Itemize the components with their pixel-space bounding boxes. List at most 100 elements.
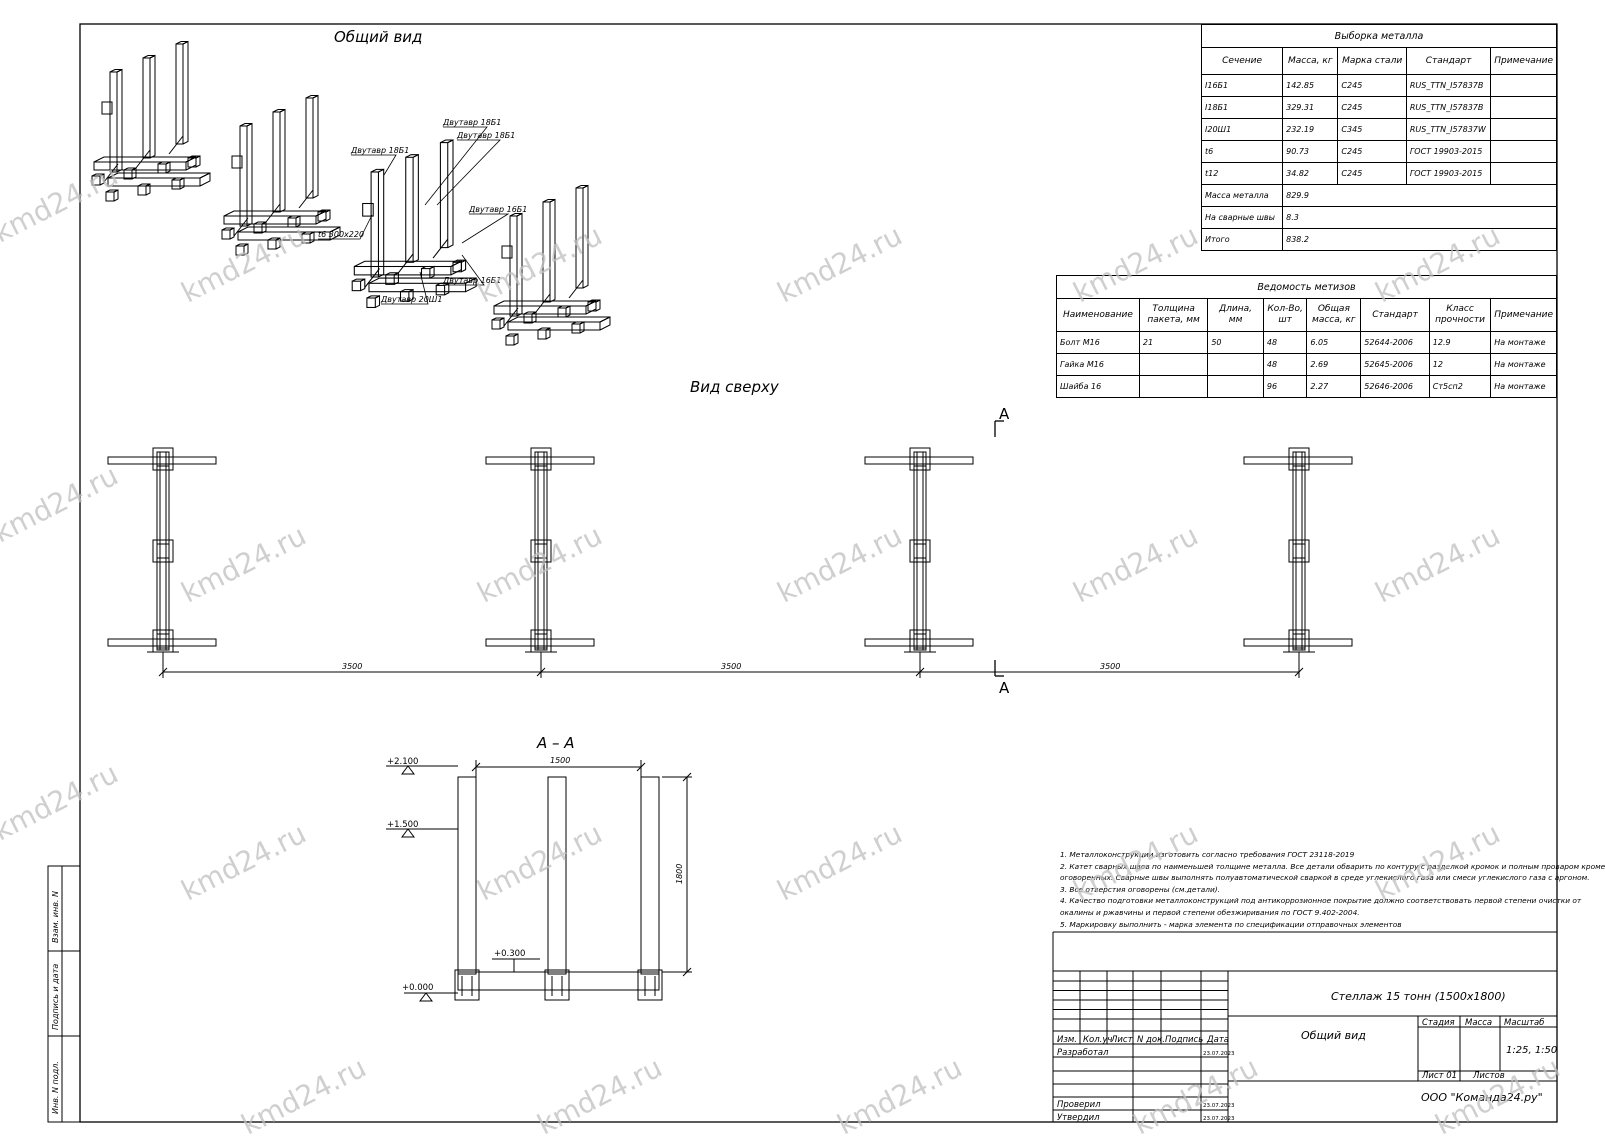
iso-edge (149, 54, 156, 159)
metal-header: Масса, кг (1282, 47, 1339, 75)
iso-edge (408, 288, 414, 302)
level-mark: +1.500 (387, 820, 418, 830)
top-beam (107, 456, 217, 465)
section-height-dimension: 1800 (675, 864, 684, 884)
metal-cell: С245 (1337, 74, 1407, 97)
metal-table: Выборка металла Сечение Масса, кг Марка … (1200, 24, 1557, 251)
iso-face (435, 284, 446, 296)
iso-face (366, 297, 376, 308)
col-header: N док. (1137, 1035, 1165, 1045)
col-header: Дата (1206, 1035, 1229, 1045)
callout-label: Двутавр 20Ш1 (380, 295, 442, 304)
col-header: Подпись (1165, 1035, 1203, 1045)
metal-cell: 34.82 (1282, 162, 1339, 185)
iso-edge (412, 153, 419, 263)
scale-label: Масштаб (1504, 1018, 1544, 1028)
metal-cell (1490, 162, 1557, 185)
iso-face (439, 142, 449, 249)
long-member (1292, 451, 1306, 651)
sheets-label: Листов (1472, 1071, 1505, 1081)
metal-total-label: Масса металла (1200, 184, 1284, 207)
fasteners-cell: Болт М16 (1056, 331, 1140, 354)
fasteners-header: Общая масса, кг (1306, 298, 1362, 332)
metal-cell: RUS_TTN_I57837W (1405, 118, 1492, 141)
iso-edge (131, 167, 137, 180)
iso-edge (535, 293, 551, 313)
iso-plate (231, 155, 243, 169)
iso-edge (309, 231, 315, 244)
iso-face (507, 321, 601, 331)
top-beam (1243, 456, 1353, 465)
iso-edge (298, 189, 314, 209)
long-member (156, 451, 170, 651)
iso-edge (545, 327, 551, 340)
metal-table-title: Выборка металла (1201, 24, 1557, 48)
iso-edge (393, 271, 399, 285)
iso-edge (265, 203, 281, 223)
fasteners-cell: 12.9 (1428, 331, 1492, 354)
column-inner (1292, 451, 1306, 467)
iso-face (399, 291, 410, 302)
metal-cell: ГОСТ 19903-2015 (1405, 140, 1492, 163)
fasteners-cell: 96 (1262, 375, 1308, 398)
top-beam (864, 638, 974, 647)
iso-edge (329, 226, 341, 241)
column-box (530, 539, 552, 563)
iso-face (105, 191, 115, 202)
iso-edge (295, 215, 301, 228)
iso-edge (444, 282, 450, 296)
iso-face (542, 201, 551, 303)
span-dimension: 3500 (721, 662, 741, 671)
iso-edge (378, 168, 385, 278)
metal-cell: С245 (1337, 162, 1407, 185)
iso-edge (579, 321, 585, 334)
iso-edge (107, 172, 211, 179)
level-triangle (401, 765, 415, 775)
fasteners-table-title: Ведомость метизов (1056, 275, 1557, 299)
note-line: 3. Все отверстия оговорены (см.детали). (1060, 884, 1220, 894)
callout-label: Двутавр 16Б1 (442, 276, 501, 285)
iso-face (171, 179, 181, 190)
column-inner (913, 451, 927, 467)
column-inner (156, 451, 170, 467)
general-view-title: Общий вид (334, 28, 422, 46)
iso-face (109, 71, 118, 173)
section-mark-top: А (999, 405, 1010, 423)
iso-face (287, 217, 297, 228)
iso-callouts: Двутавр 18Б1 Двутавр 18Б1 Двутавр 18Б1 t… (318, 118, 527, 304)
section-width-dimension: 1500 (550, 756, 570, 765)
project-title: Стеллаж 15 тонн (1500х1800) (1331, 990, 1506, 1003)
level-mark: +2.100 (387, 757, 418, 767)
iso-edge (103, 163, 119, 183)
callout-label: Двутавр 18Б1 (456, 131, 515, 140)
dim-tick (471, 762, 481, 772)
iso-face (385, 274, 395, 285)
date-checked: 23.07.2023 (1203, 1103, 1235, 1109)
iso-edge (199, 172, 211, 187)
top-beam (1243, 638, 1353, 647)
metal-cell: RUS_TTN_I57837B (1405, 74, 1492, 97)
top-beam (485, 456, 595, 465)
note-line: 1. Металлоконструкции изготовить согласн… (1060, 850, 1355, 859)
iso-edge (195, 155, 201, 168)
level-triangle (401, 828, 415, 838)
metal-cell: С245 (1337, 96, 1407, 119)
iso-face (253, 223, 263, 234)
column-inner (534, 543, 548, 559)
level-mark: +0.000 (402, 983, 433, 993)
metal-cell: С345 (1337, 118, 1407, 141)
iso-edge (168, 135, 184, 155)
column-box (530, 447, 552, 471)
level-triangle (419, 992, 433, 1002)
iso-face (420, 268, 431, 279)
iso-edge (182, 40, 189, 145)
metal-total-label: На сварные швы (1200, 206, 1284, 229)
fasteners-cell: 52646-2006 (1360, 375, 1430, 398)
iso-face (368, 282, 467, 293)
